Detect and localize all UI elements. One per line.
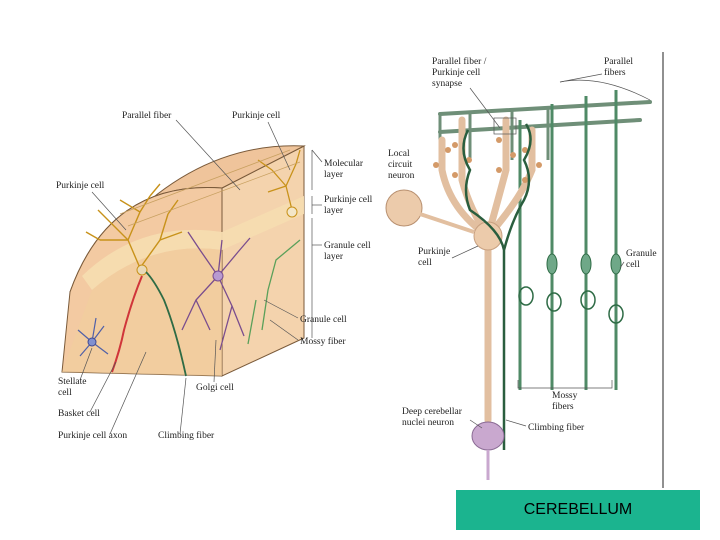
caption-text: CEREBELLUM (523, 501, 633, 518)
label-purkinje-right-1: Purkinje (418, 247, 450, 257)
left-labels: Parallel fiber Purkinje cell Purkinje ce… (56, 110, 373, 441)
label-golgi-cell: Golgi cell (196, 383, 234, 393)
label-pc-axon: Purkinje cell axon (58, 431, 127, 441)
caption-box: CEREBELLUM (456, 490, 700, 530)
label-deep-1: Deep cerebellar (402, 407, 463, 417)
label-stellate-2: cell (58, 388, 72, 398)
stellate-cell (77, 317, 109, 357)
deep-nuclei-neuron (471, 421, 505, 451)
label-basket-cell: Basket cell (58, 409, 100, 419)
purkinje-soma-right (473, 221, 503, 251)
label-local-1: Local (388, 149, 410, 159)
label-mossy-fibers-2: fibers (552, 401, 574, 412)
label-granule-cell: Granule cell (300, 315, 347, 325)
label-parallel-fibers-1: Parallel (604, 57, 633, 67)
purkinje-cell-face (257, 149, 301, 211)
label-pcl-2: layer (324, 206, 344, 216)
label-climbing-fiber-right: Climbing fiber (528, 422, 585, 433)
label-molecular-1: Molecular (324, 159, 364, 169)
parallel-fibers-left (119, 149, 301, 227)
basket-cell-axon (111, 275, 143, 373)
label-parallel-fibers-2: fibers (604, 67, 626, 78)
glomeruli (518, 286, 624, 324)
local-circuit-neuron (385, 189, 423, 227)
label-deep-2: nuclei neuron (402, 418, 454, 428)
label-local-2: circuit (388, 160, 413, 170)
label-pcl-1: Purkinje cell (324, 195, 373, 205)
granule-somas-right (546, 253, 622, 275)
purkinje-soma-face (286, 206, 298, 218)
label-stellate-1: Stellate (58, 377, 87, 387)
granule-mossy-fibers (247, 239, 301, 345)
stellate-soma (87, 337, 97, 347)
label-pf-synapse-1: Parallel fiber / (432, 56, 487, 67)
label-mossy-fibers-1: Mossy (552, 391, 578, 401)
label-parallel-fiber: Parallel fiber (122, 110, 172, 121)
granule-fibers-right (518, 90, 618, 390)
local-neuron-axon (419, 212, 475, 234)
label-purkinje-cell-top: Purkinje cell (232, 111, 281, 121)
right-leader-lines (451, 73, 651, 429)
right-labels: Parallel fiber / Purkinje cell synapse P… (388, 56, 657, 433)
label-local-3: neuron (388, 171, 415, 181)
label-climbing-fiber-left: Climbing fiber (158, 430, 215, 441)
label-granule-right-1: Granule (626, 249, 657, 259)
golgi-cell (181, 231, 251, 351)
label-pf-synapse-3: synapse (432, 79, 462, 89)
dendrite-spines (433, 137, 542, 183)
purkinje-soma-left (136, 264, 148, 276)
parallel-fiber-verticals (438, 108, 550, 160)
label-gcl-1: Granule cell (324, 241, 371, 251)
label-gcl-2: layer (324, 252, 344, 262)
label-molecular-2: layer (324, 170, 344, 180)
label-purkinje-right-2: cell (418, 258, 432, 268)
golgi-soma (212, 270, 224, 282)
purkinje-cell-left (85, 183, 183, 269)
climbing-fiber-right (462, 123, 532, 450)
climbing-fiber-left (145, 271, 187, 377)
label-granule-right-2: cell (626, 260, 640, 270)
left-leader-lines (79, 119, 323, 435)
label-mossy-fiber: Mossy fiber (300, 336, 346, 347)
label-purkinje-cell-left: Purkinje cell (56, 181, 105, 191)
label-pf-synapse-2: Purkinje cell (432, 68, 481, 78)
